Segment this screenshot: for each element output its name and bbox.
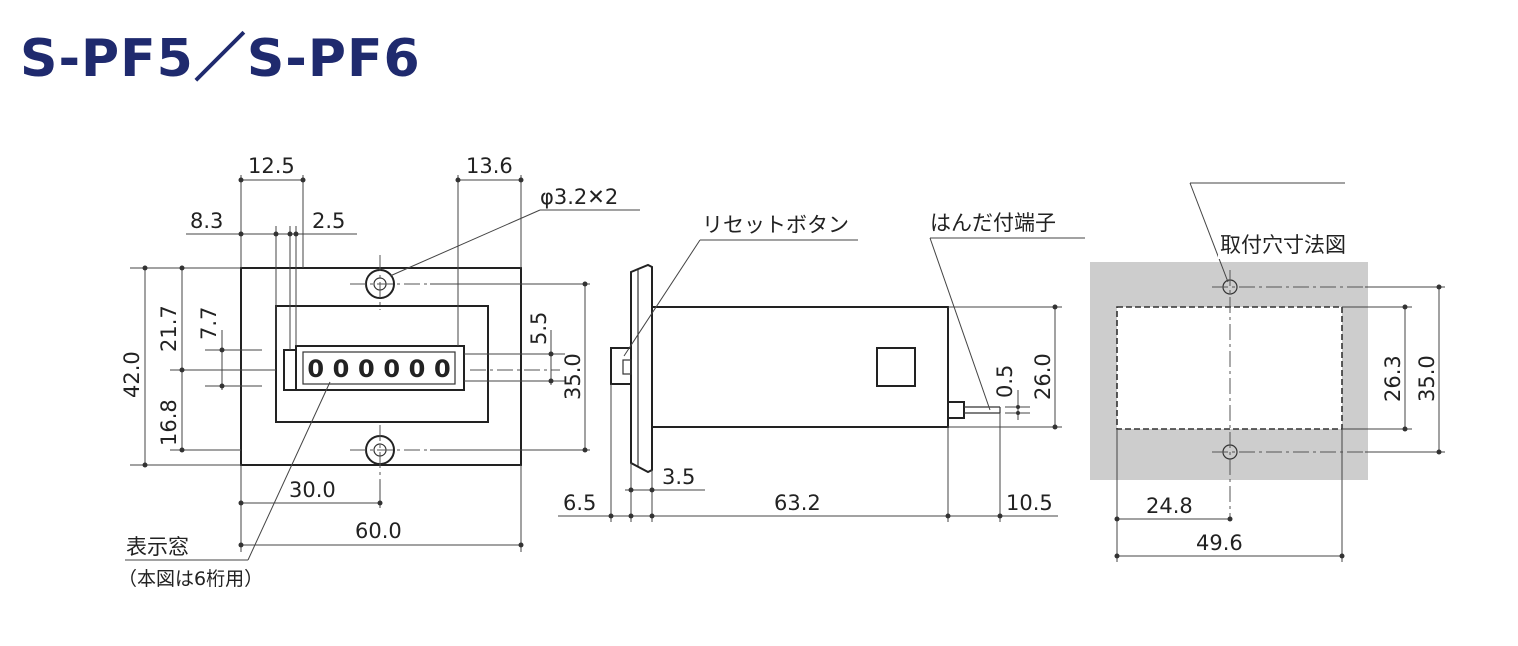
- dim-35-0: 35.0: [561, 353, 585, 400]
- dim-0-5: 0.5: [993, 365, 1017, 398]
- dim-2-5: 2.5: [312, 209, 345, 233]
- dim-5-5: 5.5: [527, 312, 551, 345]
- display-window-outer: [295, 345, 465, 391]
- dim-63-2: 63.2: [774, 491, 821, 515]
- dim-3-5: 3.5: [662, 465, 695, 489]
- counter-digit: 0: [307, 355, 324, 383]
- display-window-label: 表示窓: [126, 535, 189, 559]
- page-title: S-PF5／S-PF6: [20, 29, 421, 89]
- dim-16-8: 16.8: [157, 399, 181, 446]
- cutout-label: 取付穴寸法図: [1220, 233, 1346, 257]
- dim-7-7: 7.7: [197, 307, 221, 340]
- counter-digit: 0: [383, 355, 400, 383]
- side-body-window: [876, 347, 916, 387]
- hole-spec-label: φ3.2✕2: [540, 185, 618, 209]
- dim-30-0: 30.0: [289, 478, 336, 502]
- dim-60-0: 60.0: [355, 519, 402, 543]
- counter-digit: 0: [434, 355, 451, 383]
- dim-12-5: 12.5: [248, 154, 295, 178]
- counter-digit: 0: [358, 355, 375, 383]
- dim-42-0: 42.0: [120, 351, 144, 398]
- solder-terminal-label: はんだ付端子: [930, 211, 1056, 235]
- reset-button-side: [610, 347, 632, 385]
- reset-button-label: リセットボタン: [702, 213, 849, 237]
- dim-26-3: 26.3: [1381, 355, 1405, 402]
- terminal-base: [947, 401, 965, 419]
- dim-6-5: 6.5: [563, 491, 596, 515]
- dim-21-7: 21.7: [157, 305, 181, 352]
- side-view: リセットボタン はんだ付端子 26.0 0.5 6.5 3.5 63.2 10.…: [558, 211, 1085, 522]
- dim-10-5: 10.5: [1006, 491, 1053, 515]
- dim-13-6: 13.6: [466, 154, 513, 178]
- panel-cutout-view: 取付穴寸法図 26.3 35.0 24.8 49.6: [1090, 182, 1445, 562]
- display-window-inner: [302, 351, 456, 385]
- dim-35-0-cutout: 35.0: [1415, 355, 1439, 402]
- dim-8-3: 8.3: [190, 209, 223, 233]
- dim-24-8: 24.8: [1146, 494, 1193, 518]
- reset-tab: [283, 349, 297, 391]
- counter-digit: 0: [409, 355, 426, 383]
- dim-49-6: 49.6: [1196, 531, 1243, 555]
- display-window-note: （本図は6桁用）: [118, 568, 263, 590]
- side-flange: [630, 263, 653, 474]
- front-inner-bezel: [275, 305, 489, 423]
- counter-digit: 0: [333, 355, 350, 383]
- side-body: [651, 306, 949, 428]
- front-panel-outline: [240, 267, 522, 466]
- dim-26-0: 26.0: [1031, 353, 1055, 400]
